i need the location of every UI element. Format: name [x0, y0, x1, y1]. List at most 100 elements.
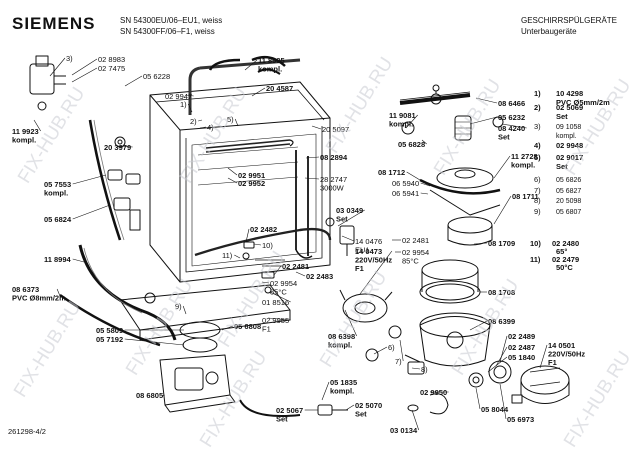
leader-line	[475, 97, 498, 104]
callout-line: 05 8044	[481, 405, 509, 414]
callout-line: 05 6228	[143, 72, 170, 81]
callout-line: 220V/50Hz	[548, 350, 585, 359]
callout-c47: 08 1712	[378, 168, 405, 177]
callout-line: kompl.	[511, 161, 535, 170]
callout-line: 7)	[395, 357, 402, 366]
legend-idx: 4)	[534, 141, 541, 150]
callout-line: Set	[498, 133, 510, 142]
callout-c35: 05 6808	[234, 322, 261, 331]
callout-c16: 02 9951	[238, 171, 265, 180]
callout-line: Set	[276, 415, 288, 424]
leader-line	[345, 404, 355, 411]
callout-line: 11 8994	[44, 255, 72, 264]
leader-line	[493, 195, 512, 225]
callout-line: 20 3979	[104, 143, 131, 152]
leader-line	[244, 59, 258, 71]
legend-part: 02 5069	[556, 103, 583, 112]
callout-line: kompl.	[44, 189, 68, 198]
heater-thermostat-drawing	[325, 217, 402, 362]
callout-line: 8)	[421, 365, 428, 374]
callout-line: 14 0473	[355, 247, 382, 256]
callout-c48: 06 5940	[392, 179, 419, 188]
callout-c3: 02 7475	[98, 64, 125, 73]
callout-c20: 05 6824	[44, 215, 72, 224]
callout-c23: 10)	[262, 241, 273, 250]
callout-line: 02 2489	[508, 332, 535, 341]
leader-line	[311, 125, 322, 130]
legend-idx: 5)	[534, 153, 541, 162]
leader-line	[420, 182, 431, 187]
callout-c1: 3)	[66, 54, 73, 63]
callout-c65: 02 9950	[420, 388, 447, 397]
document-reference: 261298-4/2	[8, 427, 46, 436]
callout-line: kompl.	[328, 341, 352, 350]
callout-c27: 02 2483	[306, 272, 333, 281]
callout-line: 05 1835	[330, 378, 357, 387]
callout-line: 05 5809	[96, 326, 123, 335]
callout-line: 08 6398	[328, 332, 355, 341]
callout-line: F1	[548, 358, 557, 367]
callout-line: 08 1709	[488, 239, 515, 248]
callout-c55: 08 1709	[488, 239, 515, 248]
leader-line	[469, 116, 498, 125]
leader-line	[501, 123, 527, 129]
callout-line: 05 6828	[398, 140, 425, 149]
callout-line: 4)	[207, 123, 214, 132]
callout-c6: 02 9947	[165, 92, 192, 101]
leader-line	[295, 271, 306, 277]
callout-line: 08 6373	[12, 285, 39, 294]
model-line-2: SN 54300FF/06–F1, weiss	[120, 27, 215, 36]
callout-line: 1)	[180, 100, 187, 109]
callout-c62: 02 2489	[508, 332, 535, 341]
leader-line	[359, 250, 393, 295]
callout-line: 02 2487	[508, 343, 535, 352]
callout-line: 02 2482	[250, 225, 277, 234]
leader-line	[56, 288, 61, 297]
callout-c64: 05 1840	[508, 353, 535, 362]
callout-line: 02 7475	[98, 64, 125, 73]
leader-line	[499, 383, 507, 420]
callout-line: kompl.	[258, 65, 282, 74]
callout-line: 20 5097	[322, 125, 349, 134]
leader-line	[269, 291, 291, 303]
legend-idx: 9)	[534, 207, 541, 216]
switch-parts-drawing	[107, 136, 141, 231]
leader-line	[199, 126, 207, 129]
callout-line: 2)	[190, 117, 197, 126]
callout-c10: 5)	[227, 115, 234, 124]
callout-line: F1	[262, 325, 271, 334]
legend-note: 65°	[556, 247, 567, 256]
legend-idx: 1)	[534, 89, 541, 98]
callout-c34: 05 7192	[96, 335, 123, 344]
leader-line	[124, 75, 143, 87]
category-subtitle: Unterbaugeräte	[521, 27, 577, 36]
legend-note: Set	[556, 112, 568, 121]
callout-c56: 08 1708	[488, 288, 515, 297]
callout-line: 08 1711	[512, 192, 539, 201]
leader-line	[475, 387, 481, 410]
callout-line: kompl.	[330, 387, 354, 396]
callout-line: 02 9955	[262, 316, 289, 325]
lower-spray-arm-drawing	[404, 167, 501, 375]
callout-line: 05 6824	[44, 215, 72, 224]
leader-line	[405, 114, 418, 129]
callout-c4: 05 6228	[143, 72, 170, 81]
callout-line: 08 6466	[498, 99, 525, 108]
callout-line: 06 5940	[392, 179, 419, 188]
callout-line: 11)	[222, 251, 233, 260]
legend-idx: 7)	[534, 186, 541, 195]
callout-line: 08 1712	[378, 168, 405, 177]
callout-line: kompl.	[12, 136, 36, 145]
